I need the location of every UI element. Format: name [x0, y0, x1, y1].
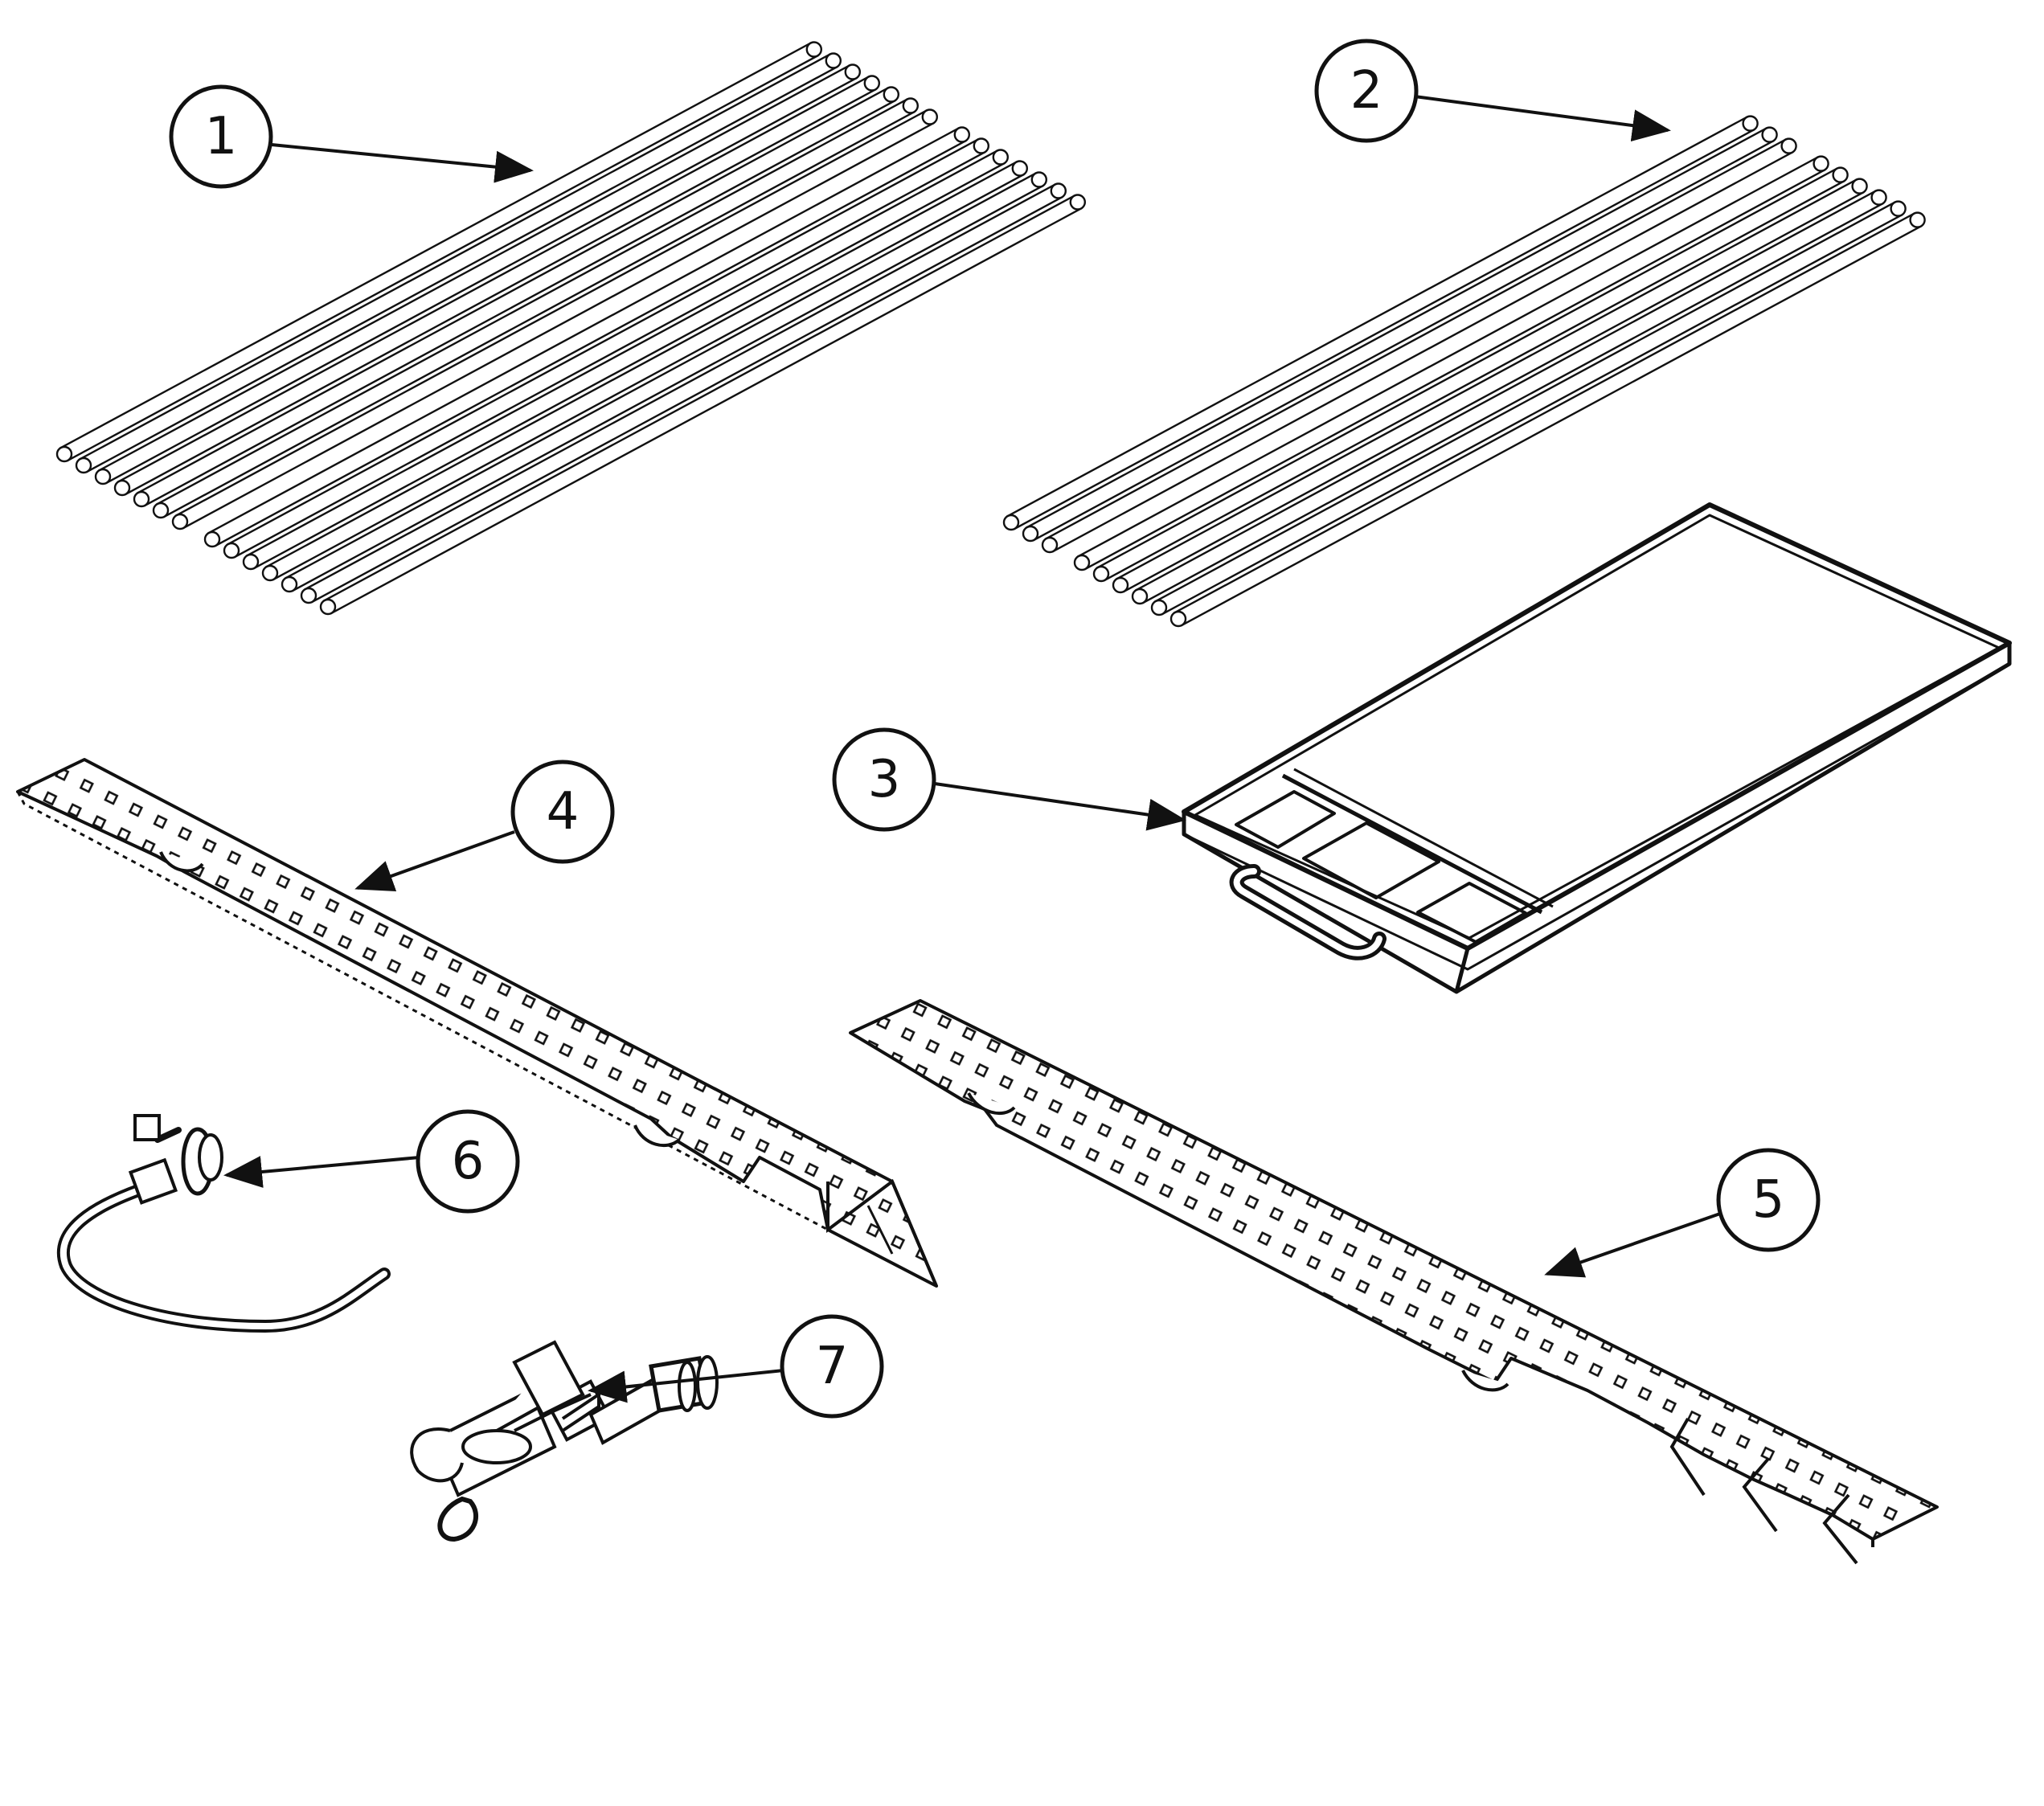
grate-rod-end	[1011, 160, 1029, 177]
callout-number-2: 2	[1350, 61, 1383, 121]
grate-rod-end	[300, 587, 317, 604]
callout-4: 4	[354, 760, 615, 891]
heat-shield-short	[16, 758, 938, 1288]
grate-rod-end	[1851, 178, 1868, 195]
grate-rod-end	[1832, 166, 1849, 183]
grate-rod-end	[171, 513, 189, 530]
grate-rod-end	[1112, 576, 1129, 594]
grate-rod-end	[883, 86, 900, 103]
heat-shield-long	[849, 999, 1939, 1565]
grate-rod-end	[203, 530, 221, 548]
grate-rod-end	[1030, 171, 1048, 188]
grate-rod-end	[1002, 514, 1020, 531]
grate-rod-end	[94, 468, 112, 485]
grate-rod-end	[1069, 194, 1087, 211]
grate-rod-end	[863, 75, 881, 92]
callout-number-6: 6	[452, 1132, 485, 1191]
callout-number-1: 1	[205, 107, 238, 166]
grate-rod-end	[902, 97, 920, 114]
grate-rod-end	[1169, 610, 1187, 628]
grate-rod-end	[1761, 126, 1778, 143]
callout-1: 1	[169, 84, 534, 189]
grate-rod-end	[1050, 182, 1067, 199]
grate-rod-end	[133, 490, 150, 508]
grate-rod-end	[992, 149, 1010, 166]
callout-7: 7	[588, 1314, 884, 1419]
grate-rod-end	[1092, 565, 1110, 583]
grate-rod-end	[1742, 115, 1759, 132]
cooking-grate-large	[55, 41, 1087, 616]
callout-5: 5	[1544, 1148, 1821, 1278]
grate-rod-end	[1909, 211, 1926, 228]
callout-6: 6	[223, 1109, 520, 1214]
grate-rod-end	[113, 479, 131, 497]
callout-number-4: 4	[547, 782, 580, 842]
cooking-grate-small	[1002, 115, 1926, 628]
grate-rod-end	[1022, 525, 1039, 543]
pressure-regulator-valve	[410, 1340, 719, 1542]
grate-rod-end	[825, 52, 842, 69]
grate-rod-end	[973, 137, 990, 154]
grate-rod-end	[1131, 588, 1149, 605]
grate-rod-end	[319, 598, 337, 616]
grate-rod-end	[261, 564, 279, 582]
grate-rod-end	[921, 109, 939, 125]
regulator-hose-assembly	[56, 1114, 391, 1333]
grate-rod-end	[844, 63, 862, 80]
grate-rod-end	[1780, 137, 1797, 154]
grate-rod-end	[223, 542, 240, 559]
grate-rod-end	[1150, 599, 1168, 616]
grate-rod-end	[805, 41, 822, 58]
callout-number-5: 5	[1752, 1170, 1785, 1230]
callout-number-7: 7	[816, 1337, 849, 1396]
grate-rod-end	[1041, 536, 1059, 554]
grate-rod-end	[242, 553, 260, 571]
grate-rod-end	[1870, 189, 1887, 206]
grate-rod-end	[75, 457, 92, 474]
grate-rod-end	[953, 126, 971, 143]
grate-rod	[1096, 167, 1845, 582]
grate-rod-end	[1813, 155, 1829, 172]
drip-tray	[1182, 502, 2012, 994]
callout-3: 3	[832, 727, 1186, 832]
grate-rod-end	[281, 575, 298, 593]
callout-number-3: 3	[868, 750, 901, 809]
callout-2: 2	[1314, 39, 1671, 143]
grate-rod-end	[1890, 200, 1907, 217]
grate-rod	[1116, 178, 1865, 593]
grate-rod-end	[152, 502, 170, 519]
grate-rod-end	[1073, 554, 1091, 571]
grate-rod-end	[55, 445, 73, 463]
